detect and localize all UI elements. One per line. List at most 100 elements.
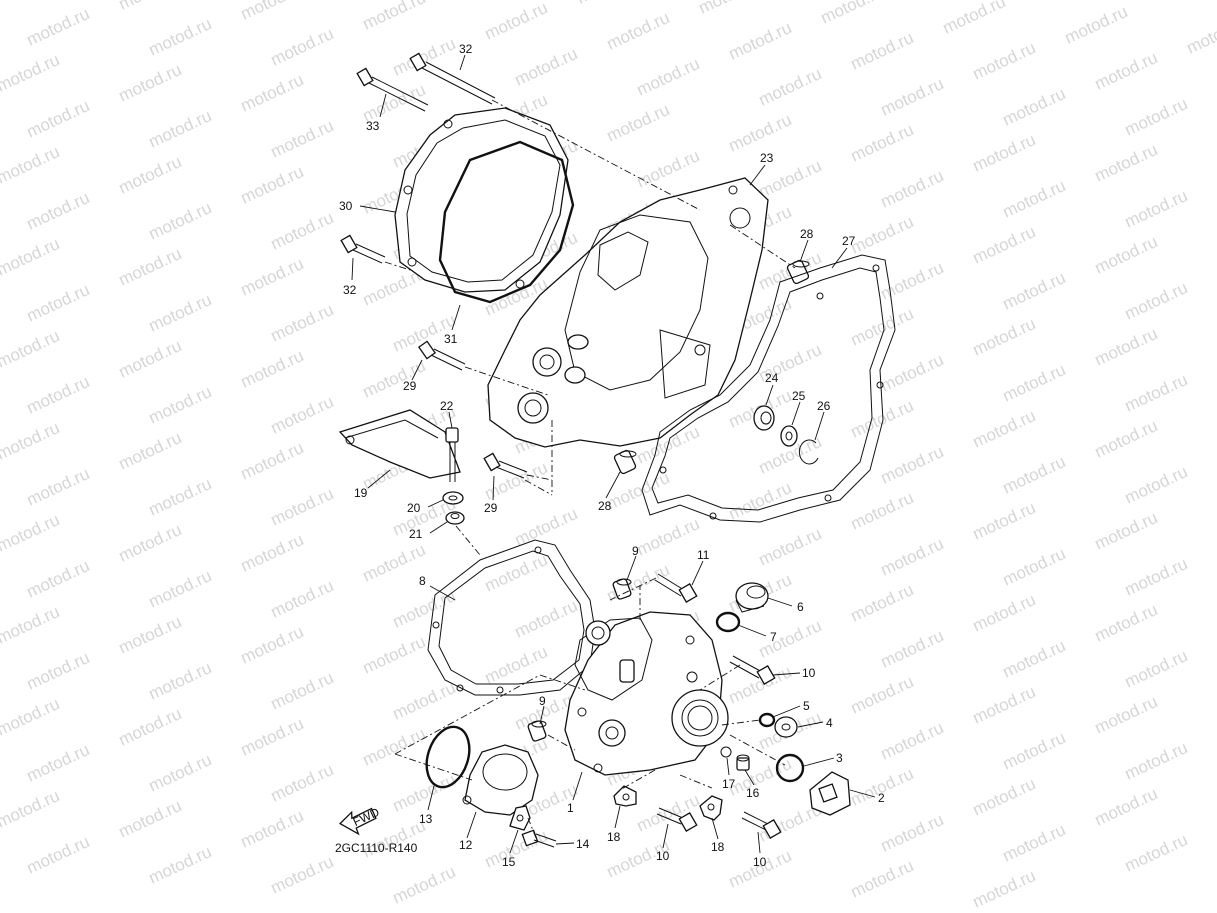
watermark-text: motod.ru: [1000, 636, 1069, 682]
callout-29: 29: [484, 501, 498, 515]
watermark-text: motod.ru: [970, 774, 1039, 820]
cover-gasket-31: [438, 140, 575, 304]
watermark-text: motod.ru: [970, 314, 1039, 360]
dowel-pin-28-lower: [613, 449, 637, 475]
crankcase-cover-1: [564, 611, 729, 776]
watermark-text: motod.ru: [1122, 186, 1191, 232]
watermark-text: motod.ru: [24, 556, 93, 602]
watermark-text: motod.ru: [1000, 176, 1069, 222]
watermark-text: motod.ru: [482, 0, 551, 44]
bolt-10-upper: [729, 655, 776, 685]
watermark-text: motod.ru: [482, 642, 551, 688]
watermark-text: motod.ru: [848, 580, 917, 626]
crankcase-23: [487, 177, 769, 448]
callout-10: 10: [802, 666, 816, 680]
callout-7: 7: [770, 630, 777, 644]
callout-18: 18: [607, 830, 621, 844]
watermark-text: motod.ru: [360, 632, 429, 678]
fwd-label: FWD: [351, 805, 382, 829]
watermark-text: motod.ru: [0, 326, 62, 372]
watermark-text: motod.ru: [268, 208, 337, 254]
watermark-text: motod.ru: [634, 146, 703, 192]
o-ring-13: [425, 725, 471, 789]
callout-1: 1: [567, 801, 574, 815]
clamp-18-left: [613, 785, 637, 807]
callout-13: 13: [419, 812, 433, 826]
callout-28: 28: [598, 499, 612, 513]
callout-23: 23: [760, 151, 774, 165]
watermark-text: motod.ru: [24, 648, 93, 694]
watermark-text: motod.ru: [146, 750, 215, 796]
bolt-22: [445, 427, 459, 482]
watermark-text: motod.ru: [390, 34, 459, 80]
drain-plug-2: [809, 771, 851, 816]
watermark-text: motod.ru: [878, 350, 947, 396]
watermark-text: motod.ru: [268, 116, 337, 162]
watermark-text: motod.ru: [146, 382, 215, 428]
watermark-text: motod.ru: [24, 372, 93, 418]
watermark-text: motod.ru: [848, 28, 917, 74]
watermark-text: motod.ru: [878, 442, 947, 488]
watermark-text: motod.ru: [238, 162, 307, 208]
callout-9: 9: [632, 544, 639, 558]
watermark-text: motod.ru: [0, 0, 62, 4]
watermark-text: motod.ru: [726, 662, 795, 708]
watermark-text: motod.ru: [268, 852, 337, 898]
watermark-text: motod.ru: [24, 464, 93, 510]
watermark-text: motod.ru: [146, 290, 215, 336]
watermark-text: motod.ru: [1092, 508, 1161, 554]
watermark-text: motod.ru: [1092, 324, 1161, 370]
watermark-text: motod.ru: [24, 188, 93, 234]
callout-12: 12: [459, 838, 473, 852]
leader-lines: [351, 54, 876, 854]
callout-32: 32: [459, 42, 473, 56]
callout-10: 10: [656, 849, 670, 863]
callout-29: 29: [403, 379, 417, 393]
watermark-text: motod.ru: [848, 212, 917, 258]
watermark-text: motod.ru: [238, 714, 307, 760]
callout-8: 8: [419, 574, 426, 588]
watermark-text: motod.ru: [238, 438, 307, 484]
diagram-code: 2GC1110-R140: [335, 841, 418, 855]
washer-17: [720, 746, 732, 758]
watermark-text: motod.ru: [116, 796, 185, 842]
watermark-text: motod.ru: [268, 760, 337, 806]
watermark-text: motod.ru: [1092, 692, 1161, 738]
watermark-text: motod.ru: [238, 0, 307, 24]
watermark-text: motod.ru: [512, 44, 581, 90]
watermark-text: motod.ru: [0, 50, 62, 96]
watermark-text: motod.ru: [940, 0, 1009, 38]
callout-30: 30: [339, 199, 353, 213]
watermark-text: motod.ru: [1092, 600, 1161, 646]
watermark-text: motod.ru: [116, 612, 185, 658]
callout-20: 20: [407, 501, 421, 515]
callout-31: 31: [444, 332, 458, 346]
o-ring-7: [715, 611, 741, 633]
watermark-text: motod.ru: [268, 576, 337, 622]
watermark-text: motod.ru: [1122, 738, 1191, 784]
washer-25: [780, 425, 798, 447]
watermark-text: motod.ru: [1092, 232, 1161, 278]
watermark-text: motod.ru: [24, 832, 93, 878]
callout-19: 19: [354, 486, 368, 500]
callout-28: 28: [800, 227, 814, 241]
callout-4: 4: [826, 716, 833, 730]
watermark-text: motod.ru: [848, 856, 917, 902]
watermark-text: motod.ru: [756, 616, 825, 662]
watermark-text: motod.ru: [0, 142, 62, 188]
watermark-text: motod.ru: [0, 602, 62, 648]
watermark-text: motod.ru: [1092, 140, 1161, 186]
watermark-text: motod.ru: [146, 198, 215, 244]
watermark-text: motod.ru: [146, 566, 215, 612]
watermark-text: motod.ru: [878, 718, 947, 764]
watermark-text: motod.ru: [970, 590, 1039, 636]
watermark-text: motod.ru: [1092, 784, 1161, 830]
bolt-33: [356, 67, 429, 112]
watermark-text: motod.ru: [1000, 820, 1069, 866]
clutch-cover-30: [394, 107, 569, 293]
watermark-text: motod.ru: [1184, 12, 1217, 58]
watermark-text: motod.ru: [268, 24, 337, 70]
watermark-text: motod.ru: [634, 790, 703, 836]
watermark-text: motod.ru: [24, 280, 93, 326]
